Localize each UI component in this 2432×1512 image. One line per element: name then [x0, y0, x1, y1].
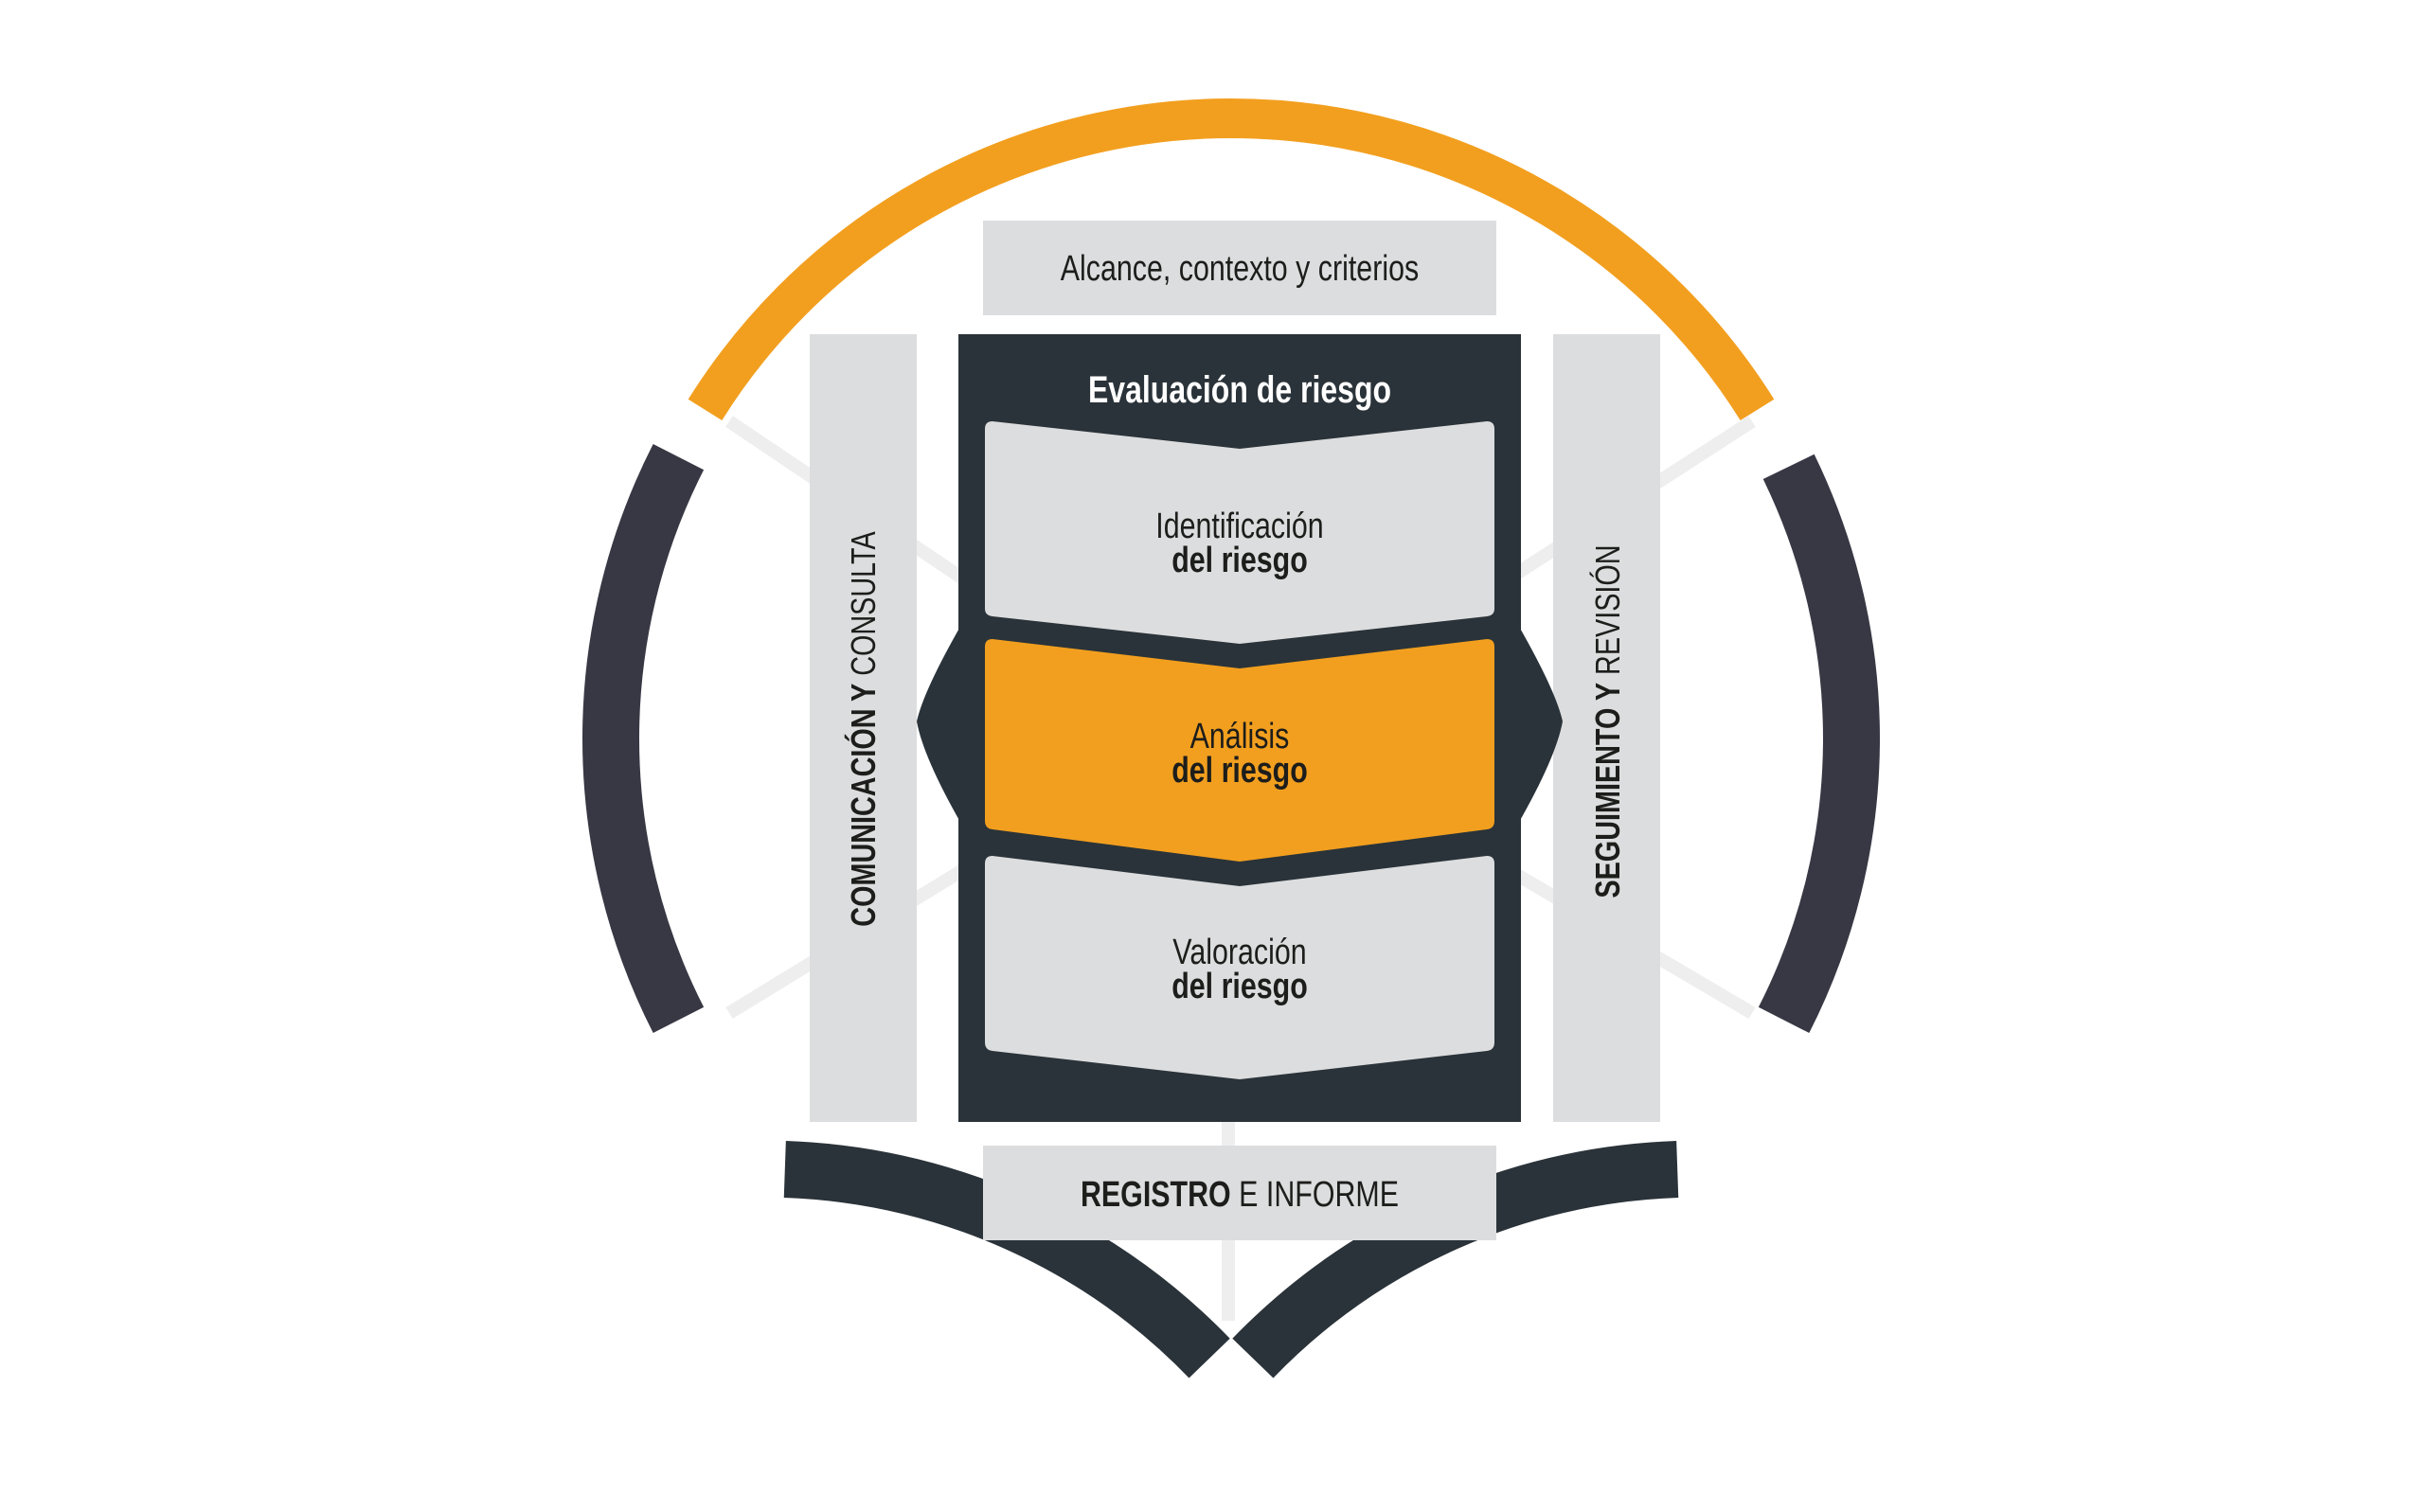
- record-report-label: REGISTRO E INFORME: [1081, 1175, 1399, 1215]
- step-identification-line2: del riesgo: [1171, 541, 1308, 580]
- ring-arc-top-orange: [688, 98, 1775, 421]
- step-analysis-line1: Análisis: [1190, 717, 1290, 756]
- communication-bar: COMUNICACIÓN Y CONSULTA: [810, 334, 917, 1122]
- record-report-label-light: E INFORME: [1231, 1175, 1399, 1215]
- step-valuation: Valoración del riesgo: [985, 856, 1494, 1079]
- communication-label: COMUNICACIÓN Y CONSULTA: [844, 531, 883, 927]
- monitoring-label-bold: SEGUIMIENTO Y: [1588, 683, 1627, 898]
- step-valuation-line1: Valoración: [1172, 933, 1306, 972]
- step-analysis-shape: [985, 639, 1494, 862]
- risk-assessment-panel: Evaluación de riesgo Identificación del …: [958, 334, 1521, 1122]
- communication-label-bold: COMUNICACIÓN Y: [844, 684, 883, 927]
- step-valuation-line2: del riesgo: [1171, 967, 1308, 1006]
- monitoring-label-light: REVISIÓN: [1588, 544, 1627, 683]
- step-analysis-line2: del riesgo: [1171, 751, 1308, 791]
- step-valuation-shape: [985, 856, 1494, 1079]
- monitoring-label: SEGUIMIENTO Y REVISIÓN: [1588, 544, 1627, 898]
- record-report-label-bold: REGISTRO: [1081, 1175, 1231, 1215]
- scope-context-box: Alcance, contexto y criterios: [983, 221, 1496, 315]
- scope-context-label: Alcance, contexto y criterios: [1061, 249, 1419, 289]
- step-analysis: Análisis del riesgo: [985, 639, 1494, 862]
- risk-assessment-title: Evaluación de riesgo: [1088, 368, 1391, 411]
- monitoring-bar: SEGUIMIENTO Y REVISIÓN: [1553, 334, 1660, 1122]
- ring-arc-left-navy: [582, 443, 705, 1034]
- communication-label-light: CONSULTA: [844, 531, 883, 684]
- step-identification-line1: Identificación: [1155, 507, 1323, 546]
- record-report-box: REGISTRO E INFORME: [983, 1146, 1496, 1240]
- step-identification: Identificación del riesgo: [985, 421, 1494, 644]
- ring-arc-right-navy: [1758, 454, 1880, 1034]
- step-identification-shape: [985, 421, 1494, 644]
- side-wedges: [917, 625, 1563, 824]
